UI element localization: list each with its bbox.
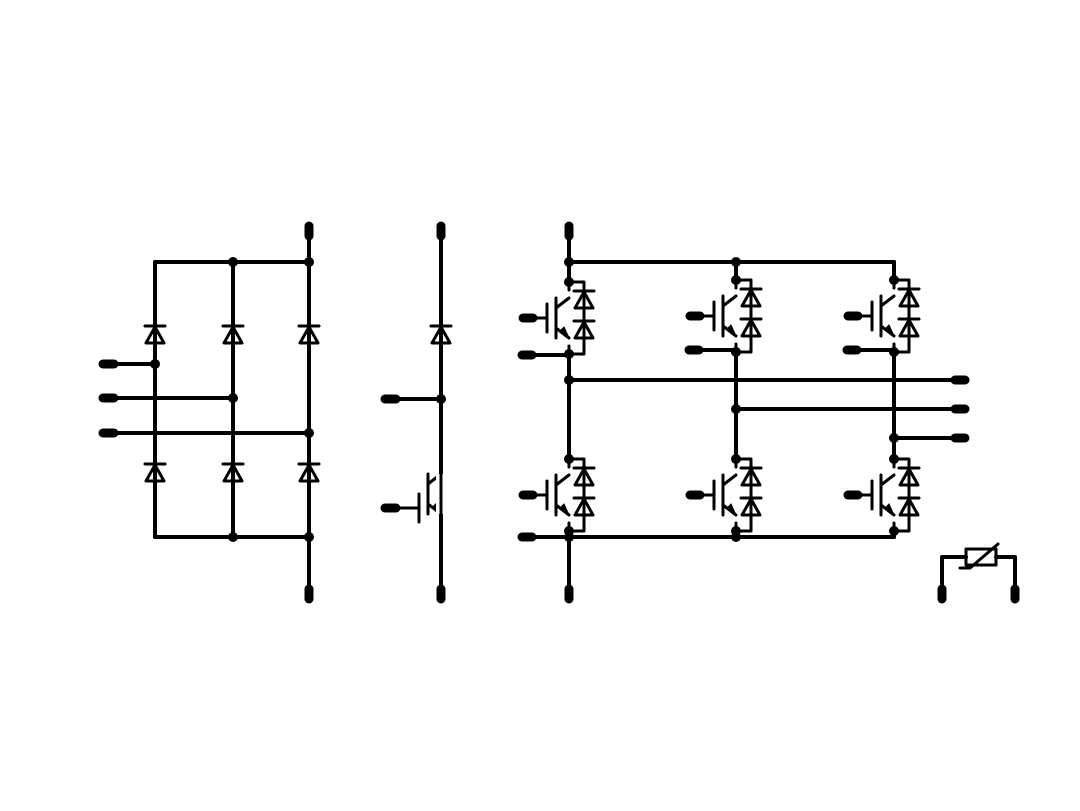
rectifier-diode-lower-2 [221,462,245,483]
inverter-switch-lower-3 [848,454,919,536]
ntc-thermistor [937,542,1020,604]
rectifier-diode-upper-2 [221,324,245,345]
rectifier-diode-upper-3 [297,324,321,345]
rectifier-diode-lower-1 [143,462,167,483]
inverter-junctions [564,257,899,542]
rectifier-bridge [98,221,321,604]
ntc-wire [940,555,1017,597]
ntc-resistor-body [964,547,998,567]
brake-igbt [394,472,446,524]
inverter-switch-upper-1 [523,277,594,359]
inverter-switch-lower-1 [523,454,594,536]
brake-junction [436,394,446,404]
inverter-switch-upper-3 [848,275,919,357]
ntc-slash [958,542,1000,570]
inverter-switch-upper-2 [690,275,761,357]
three-phase-inverter [517,221,970,604]
brake-chopper [380,221,453,604]
rectifier-diode-lower-3 [297,462,321,483]
rectifier-diode-upper-1 [143,324,167,345]
rectifier-junctions [150,257,314,542]
brake-diode [429,324,453,345]
inverter-switch-lower-2 [690,454,761,536]
